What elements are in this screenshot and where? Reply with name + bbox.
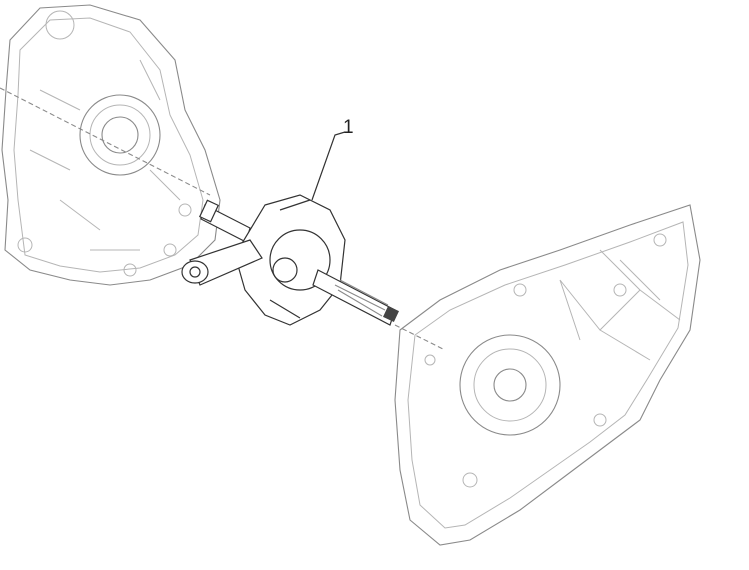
callout-label-1: 1	[343, 117, 354, 138]
left-crankcase-half	[0, 4, 221, 286]
right-crankcase-half	[394, 204, 701, 546]
callout-leader-line	[311, 131, 346, 201]
crankshaft	[181, 194, 446, 351]
